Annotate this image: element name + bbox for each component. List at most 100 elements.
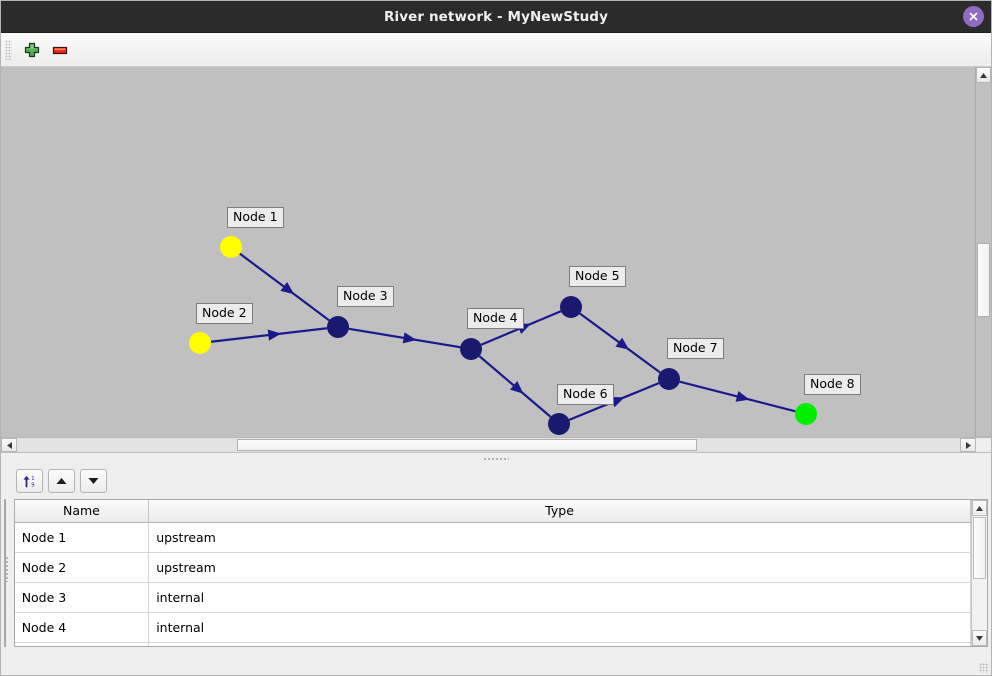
delete-node-button[interactable] [46,36,74,64]
triangle-left-icon [6,441,12,449]
horizontal-splitter[interactable] [1,452,991,463]
table-row-empty[interactable] [5,642,6,647]
node-table-scrollbar[interactable] [970,500,987,646]
graph-node-label-node-1[interactable]: Node 1 [227,207,284,228]
node-scroll-up-button[interactable] [971,500,987,516]
node-scroll-thumb[interactable] [972,517,986,579]
svg-text:1: 1 [31,476,34,482]
svg-text:9: 9 [31,482,34,488]
graph-edge-arrow [267,329,282,341]
graph-node-label-node-7[interactable]: Node 7 [667,338,724,359]
vertical-splitter[interactable] [1,463,11,675]
node-move-up-button[interactable] [47,469,75,493]
column-header-name[interactable]: Name [5,500,6,522]
close-icon [969,12,978,21]
node-panel-footer [10,647,991,675]
graph-node-label-node-8[interactable]: Node 8 [804,374,861,395]
add-node-button[interactable] [18,36,46,64]
graph-node-node-1[interactable] [220,236,242,258]
tables-area: 1 9 NameNode1Node2 [1,463,991,675]
table-cell[interactable] [5,642,6,647]
network-diagram-panel: Node 1 Node 2 Node 3 Node 4 Node 5 Node 6 Node… [1,67,991,452]
graph-node-label-node-2[interactable]: Node 2 [196,303,253,324]
table-cell[interactable]: Node 1 -> Node 3 [5,522,6,552]
canvas-vscroll-track[interactable] [976,83,991,436]
branch-table-header: NameNode1Node2 [5,500,6,522]
graph-node-node-5[interactable] [560,296,582,318]
splitter-grip [483,456,509,460]
scroll-up-button[interactable] [976,67,991,83]
table-cell[interactable] [14,642,150,646]
table-cell[interactable]: Node 2 [14,552,150,583]
scroll-left-button[interactable] [1,438,17,452]
arrow-down-icon [88,478,99,484]
triangle-up-icon [975,505,983,511]
graph-node-node-3[interactable] [327,316,349,338]
table-cell[interactable]: Node 4 -> Node 5 [5,612,6,642]
table-cell[interactable]: upstream [148,522,971,553]
scrollbar-corner [975,437,991,452]
triangle-down-icon [975,635,983,641]
network-canvas[interactable]: Node 1 Node 2 Node 3 Node 4 Node 5 Node 6 Node… [1,67,976,452]
canvas-vscroll-thumb[interactable] [977,243,990,317]
node-sort-button[interactable]: 1 9 [15,469,43,493]
table-cell[interactable] [148,642,971,646]
triangle-up-icon [980,72,987,78]
table-cell[interactable]: Node 3 [14,582,150,613]
window-resize-grip[interactable] [979,663,989,673]
canvas-vertical-scrollbar[interactable] [975,67,991,452]
graph-node-label-node-6[interactable]: Node 6 [557,384,614,405]
canvas-hscroll-thumb[interactable] [237,439,697,451]
scroll-right-button[interactable] [960,438,976,452]
main-toolbar [1,33,991,67]
graph-node-node-4[interactable] [460,338,482,360]
graph-node-label-node-3[interactable]: Node 3 [337,286,394,307]
title-bar: River network - MyNewStudy [1,1,991,33]
table-cell[interactable]: upstream [148,552,971,583]
graph-node-label-node-5[interactable]: Node 5 [569,266,626,287]
graph-edge-arrow [735,390,750,402]
window-title: River network - MyNewStudy [384,8,608,25]
toolbar-grip[interactable] [5,39,12,60]
table-cell[interactable]: Node 4 [14,612,150,643]
graph-edge-arrow [402,332,417,344]
table-cell[interactable]: Node 3 -> Node 4 [5,582,6,612]
sort-icon: 1 9 [23,475,34,488]
table-cell[interactable]: Node 2 -> Node 3 [5,552,6,582]
table-cell[interactable]: internal [148,612,971,643]
graph-edge-arrow [610,396,625,408]
graph-node-node-7[interactable] [658,368,680,390]
graph-node-label-node-4[interactable]: Node 4 [467,308,524,329]
add-node-icon [24,42,40,57]
column-header-type[interactable]: Type [148,500,971,523]
graph-node-node-8[interactable] [795,403,817,425]
triangle-right-icon [965,441,971,449]
close-button[interactable] [963,6,984,27]
graph-node-node-2[interactable] [189,332,211,354]
node-scroll-down-button[interactable] [971,630,987,646]
delete-node-icon [52,46,68,54]
node-move-down-button[interactable] [79,469,107,493]
table-row-empty[interactable] [14,642,971,646]
graph-edge-arrow [509,381,524,394]
graph-node-node-6[interactable] [548,413,570,435]
network-graph [189,236,817,435]
table-cell[interactable]: internal [148,582,971,613]
column-header-name[interactable]: Name [14,500,150,523]
table-cell[interactable]: Node 1 [14,522,150,553]
canvas-horizontal-scrollbar[interactable] [1,437,976,452]
